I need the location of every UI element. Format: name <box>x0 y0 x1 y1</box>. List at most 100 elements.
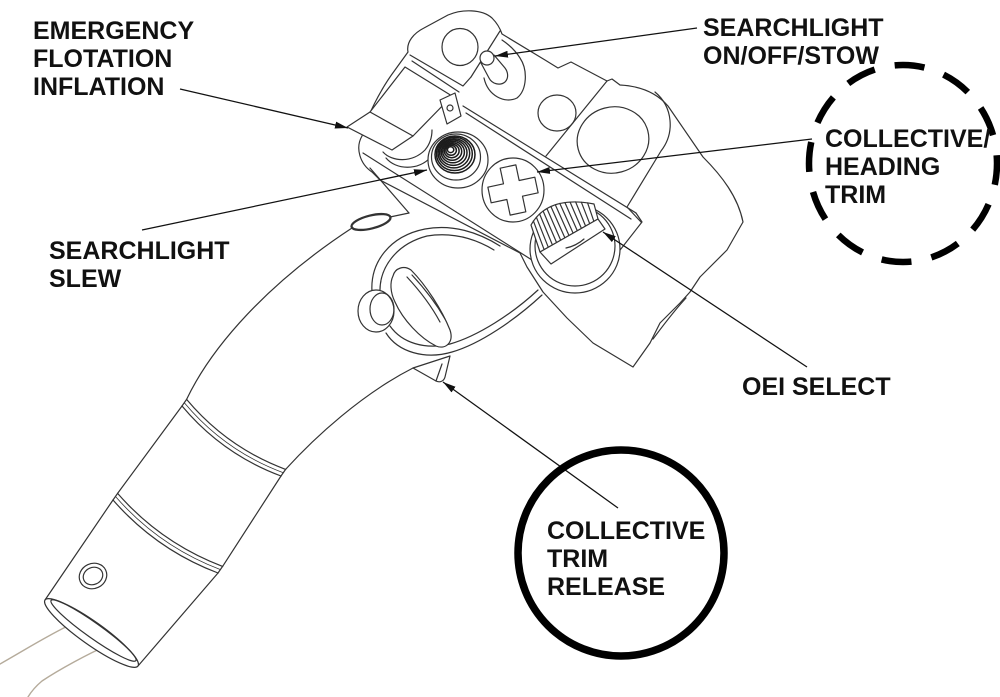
top-plate-bevel <box>409 54 472 87</box>
thumb-guard-loop <box>385 294 543 356</box>
callout-line: TRIM <box>825 181 887 209</box>
callout-line: ON/OFF/STOW <box>703 42 879 70</box>
band-edge <box>181 405 282 477</box>
wire <box>0 623 73 665</box>
oei-select-knob <box>530 201 606 265</box>
callout-searchlight-on-off-stow: SEARCHLIGHT ON/OFF/STOW <box>703 14 884 70</box>
knob-pointer-face <box>539 218 606 265</box>
thumb-guard-loop <box>371 226 501 293</box>
knob-pointer-detail <box>565 238 585 249</box>
tube-edge <box>222 475 282 567</box>
leader-searchlight-slew <box>141 169 428 231</box>
emphasis-ring-solid <box>514 446 728 660</box>
middle-plate-hole <box>537 94 577 132</box>
slew-ridge <box>445 144 458 156</box>
callout-line: EMERGENCY <box>33 17 195 45</box>
thumb-guard-loop <box>379 234 495 294</box>
slew-ridge <box>440 140 466 164</box>
top-plate-hole <box>441 27 479 67</box>
band-groove <box>183 402 284 474</box>
band-cap <box>181 398 287 477</box>
slew-ridge <box>438 139 468 167</box>
tube-hole-outer <box>78 562 108 590</box>
callout-line: RELEASE <box>547 573 666 601</box>
leader-emergency-flotation-inflation <box>179 88 349 129</box>
tube-edge <box>117 405 183 494</box>
callout-searchlight-slew: SEARCHLIGHT SLEW <box>49 237 230 293</box>
knob-knurling <box>532 201 595 251</box>
callout-line: COLLECTIVE/ <box>825 125 991 153</box>
slew-ridge <box>434 135 476 174</box>
thumb-rocker-switch <box>390 266 452 348</box>
callout-emergency-flotation-inflation: EMERGENCY FLOTATION INFLATION <box>33 17 194 101</box>
thumb-guard-loop <box>389 289 539 347</box>
leader-lines <box>141 27 813 509</box>
grip-tube <box>43 212 414 668</box>
grip-top-edge <box>389 212 410 218</box>
trim-switch-cross-icon <box>487 164 539 216</box>
callout-line: FLOTATION <box>33 45 173 73</box>
tube-edge <box>44 499 114 601</box>
guard-hinge-screw <box>446 104 454 112</box>
guard-saddle <box>382 129 433 161</box>
callout-line: SEARCHLIGHT <box>49 237 230 265</box>
trigger-edge <box>435 363 443 382</box>
callout-line: TRIM <box>547 545 609 573</box>
callout-line: COLLECTIVE <box>547 517 706 545</box>
band-cap <box>112 492 224 574</box>
slew-ridge <box>437 137 471 169</box>
slew-ridge <box>443 143 460 159</box>
grip-top-button <box>350 212 392 232</box>
searchlight-toggle-switch <box>479 39 526 101</box>
callout-line: OEI SELECT <box>742 373 891 401</box>
leader-collective-heading-trim <box>536 138 813 174</box>
slew-ridge <box>441 141 463 162</box>
callout-line: INFLATION <box>33 73 165 101</box>
leader-searchlight-on-off-stow <box>494 27 698 58</box>
slew-ridge <box>446 146 455 154</box>
band-edge <box>117 492 224 567</box>
grip-lower-edge <box>285 367 414 470</box>
grip-upper-edge <box>186 227 353 400</box>
slew-button-collar <box>430 133 482 181</box>
upper-grip-band <box>181 398 287 477</box>
callout-collective-heading-trim: COLLECTIVE/ HEADING TRIM <box>825 125 990 209</box>
emphasis-ring-dashed <box>805 61 1000 266</box>
side-face-bevel <box>652 297 687 340</box>
tube-end-bore <box>50 599 137 662</box>
band-groove <box>115 496 221 570</box>
toggle-ball <box>479 50 495 66</box>
searchlight-slew-button <box>427 131 489 189</box>
rocker-groove <box>406 276 441 323</box>
side-knob-face <box>369 292 395 326</box>
control-panel-lower-edge <box>362 152 544 268</box>
box-left-lower-edge <box>369 167 410 214</box>
control-panel-upper-edge <box>462 105 637 214</box>
callout-collective-trim-release: COLLECTIVE TRIM RELEASE <box>547 517 705 601</box>
emergency-flotation-switch-guard <box>346 66 462 151</box>
lower-grip-band <box>112 492 224 574</box>
tube-edge <box>137 572 219 667</box>
top-plate-bevel <box>411 60 460 93</box>
trim-release-assembly <box>357 226 543 383</box>
slew-ridge <box>435 136 474 172</box>
leader-collective-trim-release <box>442 381 619 509</box>
middle-plate-edge <box>545 80 608 157</box>
right-section-edge <box>626 91 671 223</box>
leader-oei-select <box>602 231 808 368</box>
guard-cover-crease <box>369 111 414 137</box>
rocker-groove <box>411 274 446 320</box>
tube-end-lip <box>43 598 140 668</box>
band-edge <box>112 499 219 574</box>
wire <box>27 645 107 697</box>
right-section-hole <box>576 106 650 174</box>
band-edge <box>186 398 287 470</box>
slew-button-ridges <box>434 135 476 174</box>
guard-hinge <box>439 92 462 125</box>
collective-trim-release-trigger <box>412 355 451 383</box>
tube-hole-inner <box>82 566 104 586</box>
callout-line: SLEW <box>49 265 122 293</box>
collective-heading-trim-switch <box>481 157 545 223</box>
control-panel-upper-edge <box>465 112 632 220</box>
